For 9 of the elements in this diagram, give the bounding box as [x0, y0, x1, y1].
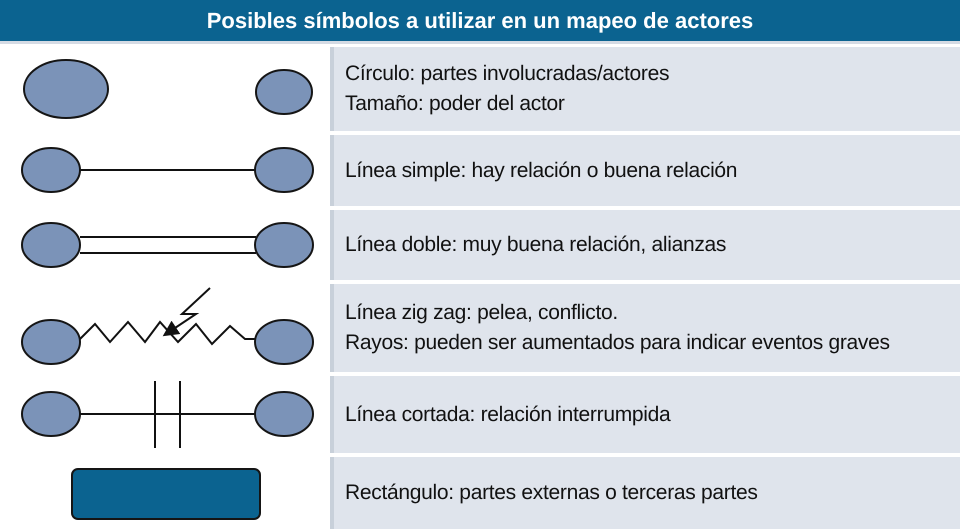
description-text: Tamaño: poder del actor [345, 91, 565, 117]
description-text: Línea doble: muy buena relación, alianzas [345, 232, 726, 258]
table-header: Posibles símbolos a utilizar en un mapeo de actores [0, 0, 960, 44]
description-text: Círculo: partes involucradas/actores [345, 61, 670, 87]
description-text: Línea cortada: relación interrumpida [345, 402, 670, 428]
description-text: Rayos: pueden ser aumentados para indicar eventos graves [345, 330, 890, 356]
description-text: Línea zig zag: pelea, conflicto. [345, 300, 618, 326]
description-text: Línea simple: hay relación o buena relación [345, 158, 738, 184]
description-text: Rectángulo: partes externas o terceras partes [345, 480, 758, 506]
